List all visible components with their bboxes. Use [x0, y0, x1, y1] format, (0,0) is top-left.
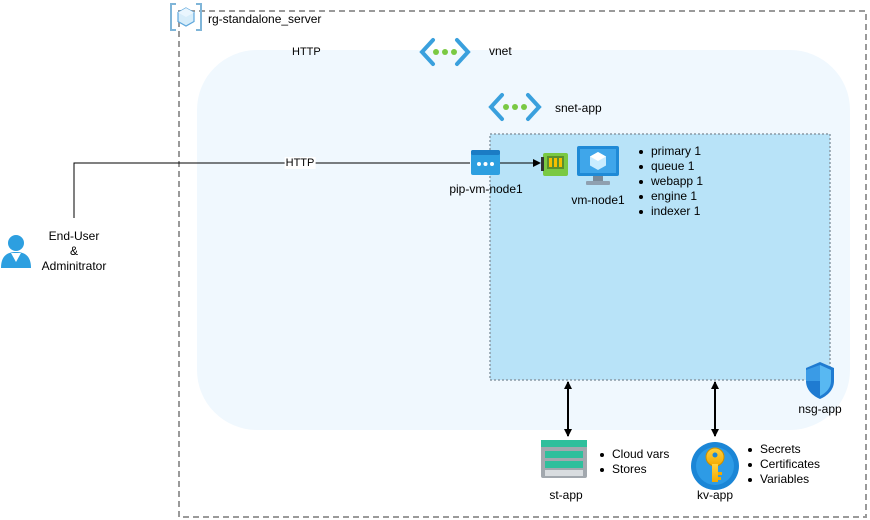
resource-group-boundary [178, 10, 867, 518]
user-icon [1, 235, 31, 268]
vm-role-item: engine 1 [637, 189, 703, 204]
subnet-icon [488, 93, 542, 121]
resource-group-icon [170, 3, 202, 31]
keyvault-item: Certificates [746, 457, 820, 472]
storage-account-icon [541, 440, 587, 478]
keyvault-item-list: Secrets Certificates Variables [746, 442, 820, 487]
vm-role-item: queue 1 [637, 159, 703, 174]
network-interface-icon [541, 153, 568, 176]
vm-role-item: webapp 1 [637, 174, 703, 189]
vnet-label: vnet [489, 44, 512, 58]
vm-role-item: primary 1 [637, 144, 703, 159]
storage-item-list: Cloud vars Stores [598, 447, 669, 477]
nsg-shield-icon [806, 362, 834, 399]
user-label-line1: End-User [48, 229, 100, 243]
storage-item: Stores [598, 462, 669, 477]
keyvault-label: kv-app [696, 488, 734, 502]
user-label: End-User & Adminitrator [42, 229, 107, 274]
public-ip-label: pip-vm-node1 [449, 182, 523, 196]
storage-label: st-app [549, 488, 583, 502]
vm-label: vm-node1 [571, 193, 625, 207]
vnet-icon [419, 38, 471, 66]
user-label-line2: & [69, 244, 78, 258]
vm-role-list: primary 1 queue 1 webapp 1 engine 1 inde… [637, 144, 703, 219]
keyvault-item: Secrets [746, 442, 820, 457]
connection-protocol-label: HTTP [284, 157, 316, 169]
keyvault-item: Variables [746, 472, 820, 487]
user-http-connector [73, 162, 470, 218]
vm-role-item: indexer 1 [637, 204, 703, 219]
nsg-label: nsg-app [798, 402, 842, 416]
public-ip-icon [471, 150, 500, 175]
resource-group-label: rg-standalone_server [208, 12, 322, 26]
key-vault-icon [691, 442, 739, 490]
vnet-protocol-label: HTTP [292, 46, 321, 58]
storage-item: Cloud vars [598, 447, 669, 462]
virtual-machine-icon [577, 146, 619, 185]
user-label-line3: Adminitrator [41, 259, 107, 273]
subnet-label: snet-app [555, 101, 602, 115]
